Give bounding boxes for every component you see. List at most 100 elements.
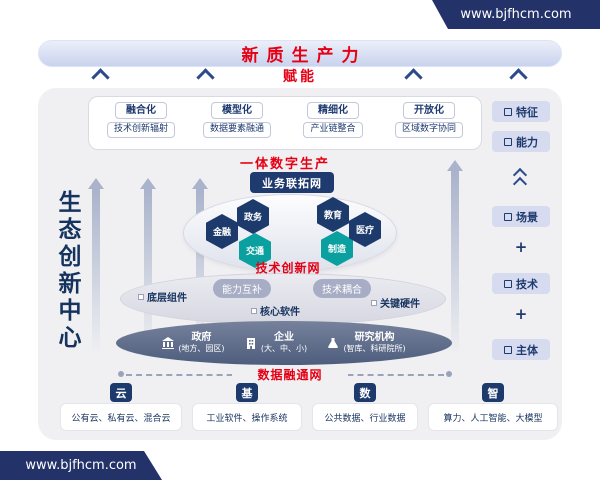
chevron-up-icon [197, 68, 215, 82]
entity-enterprise: 企业 (大、中、小) [245, 332, 307, 355]
entity-name: 企业 [274, 331, 294, 343]
arrow-shaft [144, 189, 152, 351]
features-box: 融合化 技术创新辐射 模型化 数据要素融通 精细化 产业链整合 开放化 区域数字… [88, 96, 482, 150]
rail-chip-subject: 主体 [492, 339, 550, 360]
dot-icon [446, 371, 452, 377]
feature-cap: 融合化 [115, 102, 167, 119]
chevron-up-icon [405, 68, 423, 82]
feature-cap: 模型化 [211, 102, 263, 119]
entity-text: 企业 (大、中、小) [261, 332, 307, 355]
up-arrow-icon [447, 160, 463, 353]
feature-desc: 产业链整合 [303, 122, 363, 138]
hex-manufacturing: 制造 [321, 231, 353, 266]
foundation-desc-data: 公共数据、行业数据 [312, 403, 418, 431]
feature-desc: 数据要素融通 [202, 122, 271, 138]
tech-node-core-software: 核心软件 [251, 303, 300, 318]
entity-government: 政府 (地方、园区) [162, 332, 225, 355]
feature-cap: 开放化 [403, 102, 455, 119]
entity-text: 政府 (地方、园区) [178, 332, 224, 355]
tech-node-label: 核心软件 [260, 307, 300, 318]
feature-desc: 区域数字协同 [394, 122, 463, 138]
building-icon [246, 338, 255, 349]
square-node-icon [138, 293, 144, 300]
foundation-desc-base: 工业软件、操作系统 [192, 403, 302, 431]
integrated-production-label: 一体数字生产 [239, 157, 330, 172]
grid-icon [504, 212, 512, 221]
foundation-desc-cloud: 公有云、私有云、混合云 [60, 403, 182, 431]
tech-node-label: 底层组件 [147, 293, 187, 304]
arrow-shaft [451, 171, 459, 353]
rail-chip-label: 场景 [516, 210, 538, 224]
foundation-key-intelligence: 智 [482, 383, 504, 402]
feature-cap: 精细化 [307, 102, 359, 119]
rail-chip-label: 主体 [516, 343, 538, 357]
plus-sign: + [514, 305, 528, 323]
rail-chip-label: 技术 [516, 277, 538, 291]
up-arrow-icon [88, 178, 104, 351]
entity-name: 研究机构 [354, 331, 395, 343]
tech-node-label: 关键硬件 [380, 299, 420, 310]
plus-sign: + [514, 238, 528, 256]
entities-ellipse: 政府 (地方、园区) 企业 (大、中、小) 研究机构 [116, 321, 452, 365]
feature-column: 开放化 区域数字协同 [385, 102, 473, 144]
tech-node-base-components: 底层组件 [138, 289, 187, 304]
watermark-top-text: www.bjfhcm.com [460, 7, 572, 22]
dot-icon [118, 371, 124, 377]
tech-node-tech-coupling: 技术耦合 [313, 279, 371, 298]
arrow-shaft [196, 189, 204, 351]
data-net-title: 数据融通网 [232, 366, 348, 383]
chevron-up-icon [510, 68, 528, 82]
up-arrow-icon [140, 178, 156, 351]
entity-name: 政府 [191, 331, 212, 343]
double-chevron-up-icon [513, 177, 527, 187]
arrow-head [192, 178, 208, 189]
rail-chip-scene: 场景 [492, 206, 550, 227]
up-arrow-icon [192, 178, 208, 351]
square-node-icon [251, 307, 257, 314]
rail-chip-ability: 能力 [492, 131, 550, 152]
rail-chip-feature: 特征 [492, 101, 550, 122]
rail-chip-label: 能力 [516, 135, 538, 149]
feature-desc: 技术创新辐射 [106, 122, 175, 138]
hex-medical: 医疗 [349, 212, 381, 247]
eco-innovation-center-title: 生态创新中心 [54, 190, 80, 352]
tech-node-capability-complement: 能力互补 [213, 279, 271, 298]
business-net-tag: 业务联拓网 [250, 172, 334, 193]
banner-new-quality-productivity: 新质生产力 [38, 40, 562, 67]
empower-label: 赋能 [283, 69, 317, 85]
foundation-key-base: 基 [236, 383, 258, 402]
entity-sub: (大、中、小) [260, 344, 308, 354]
grid-icon [504, 345, 512, 354]
arrow-shaft [92, 189, 100, 351]
entity-sub: (地方、园区) [178, 344, 225, 354]
foundation-desc-intelligence: 算力、人工智能、大模型 [428, 403, 558, 431]
watermark-bottom-text: www.bjfhcm.com [25, 458, 137, 473]
square-node-icon [371, 299, 377, 306]
feature-column: 融合化 技术创新辐射 [97, 102, 185, 144]
feature-column: 模型化 数据要素融通 [193, 102, 281, 144]
entity-research: 研究机构 (智库、科研院所) [327, 332, 406, 355]
flask-icon [328, 338, 339, 349]
watermark-top: www.bjfhcm.com [432, 0, 600, 29]
rail-chip-label: 特征 [516, 105, 538, 119]
entity-sub: (智库、科研院所) [343, 344, 406, 354]
watermark-bottom: www.bjfhcm.com [0, 451, 162, 480]
tech-net-ellipse [120, 273, 446, 325]
tech-node-key-hardware: 关键硬件 [371, 295, 420, 310]
grid-icon [504, 279, 512, 288]
chevron-up-icon [92, 68, 110, 82]
feature-column: 精细化 产业链整合 [289, 102, 377, 144]
banner-title: 新质生产力 [241, 46, 367, 66]
grid-icon [504, 137, 512, 146]
arrow-head [447, 160, 463, 171]
tech-net-title: 技术创新网 [255, 261, 321, 275]
entity-text: 研究机构 (智库、科研院所) [343, 332, 405, 355]
arrow-head [88, 178, 104, 189]
arrow-head [140, 178, 156, 189]
foundation-key-data: 数 [354, 383, 376, 402]
hex-education: 教育 [317, 197, 349, 232]
rail-chip-tech: 技术 [492, 273, 550, 294]
grid-icon [504, 107, 512, 116]
bank-icon [162, 337, 175, 349]
